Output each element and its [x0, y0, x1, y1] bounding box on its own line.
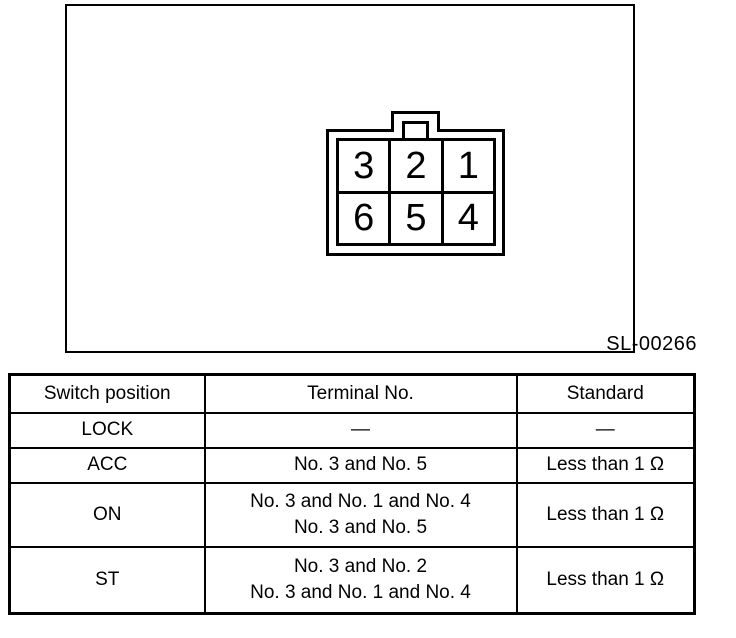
switch-position-cell: ST [8, 545, 206, 615]
terminal-3: 3 [339, 141, 389, 191]
switch-position-cell: LOCK [8, 411, 206, 449]
switch-position-cell: ON [8, 481, 206, 548]
header-terminal-no: Terminal No. [203, 373, 518, 414]
terminal-6: 6 [339, 193, 389, 243]
terminal-no-cell: No. 3 and No. 2 No. 3 and No. 1 and No. … [203, 545, 518, 615]
switch-continuity-table: Switch position Terminal No. Standard LO… [8, 373, 696, 615]
standard-cell: Less than 1 Ω [515, 545, 696, 615]
terminal-5: 5 [391, 193, 441, 243]
terminal-no-cell: No. 3 and No. 1 and No. 4 No. 3 and No. … [203, 481, 518, 548]
terminal-1: 1 [443, 141, 493, 191]
header-standard: Standard [515, 373, 696, 414]
terminal-no-cell: No. 3 and No. 5 [203, 446, 518, 484]
header-switch-position: Switch position [8, 373, 206, 414]
table-header-row: Switch position Terminal No. Standard [8, 373, 696, 414]
connector-latch-tab-inner [402, 121, 429, 141]
terminal-4: 4 [443, 193, 493, 243]
table-row-st: ST No. 3 and No. 2 No. 3 and No. 1 and N… [8, 545, 696, 615]
switch-position-cell: ACC [8, 446, 206, 484]
table-row-on: ON No. 3 and No. 1 and No. 4 No. 3 and N… [8, 481, 696, 548]
standard-cell: — [515, 411, 696, 449]
connector-terminal-grid: 3 2 1 6 5 4 [336, 138, 496, 246]
terminal-2: 2 [391, 141, 441, 191]
figure-reference-label: SL-00266 [606, 333, 697, 355]
standard-cell: Less than 1 Ω [515, 446, 696, 484]
terminal-no-cell: — [203, 411, 518, 449]
table-row-acc: ACC No. 3 and No. 5 Less than 1 Ω [8, 446, 696, 484]
connector-figure-frame: 3 2 1 6 5 4 SL-00266 [65, 4, 697, 355]
standard-cell: Less than 1 Ω [515, 481, 696, 548]
table-row-lock: LOCK — — [8, 411, 696, 449]
